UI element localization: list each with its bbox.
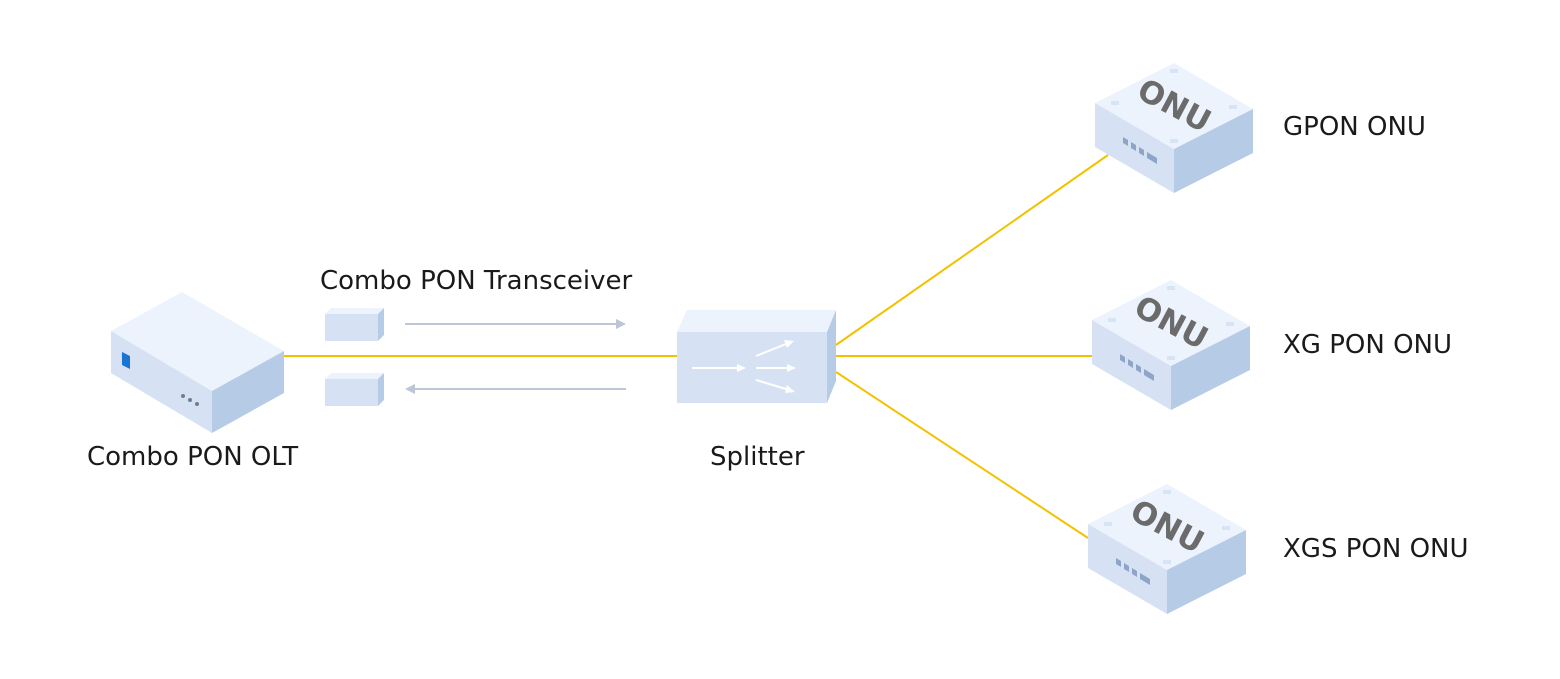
- onu-right-face: [1171, 326, 1250, 410]
- onu-right-face: [1167, 530, 1246, 614]
- olt-label: Combo PON OLT: [87, 442, 299, 472]
- arrow-upstream: [405, 384, 626, 394]
- transceiver-lower: [325, 373, 384, 406]
- xgpon-onu-device: ONU: [1092, 280, 1250, 410]
- splitter-side: [827, 310, 836, 403]
- olt-left-face: [111, 331, 212, 433]
- onu-top: [1088, 484, 1246, 570]
- olt-port-dot: [188, 398, 192, 402]
- arrow-left-icon: [405, 384, 415, 394]
- fiber-links: [284, 154, 1109, 539]
- arrow-downstream: [405, 319, 626, 329]
- transceiver-label: Combo PON Transceiver: [320, 266, 633, 296]
- xgspon-onu-label: XGS PON ONU: [1283, 534, 1469, 564]
- split-arrows-icon: [692, 340, 796, 393]
- fiber-splitter-xgspon: [835, 371, 1089, 539]
- onu-top: [1095, 63, 1253, 149]
- gpon-onu-device: ONU: [1095, 63, 1253, 193]
- onu-port-icons: [1120, 354, 1154, 381]
- transceiver-upper: [325, 308, 384, 341]
- olt-device: [111, 292, 284, 433]
- olt-port-dot: [195, 402, 199, 406]
- transceiver-top: [325, 373, 384, 379]
- splitter-label: Splitter: [710, 442, 805, 472]
- transceiver-side: [378, 308, 384, 341]
- onu-port-icons: [1123, 137, 1157, 164]
- splitter-top: [677, 310, 836, 332]
- transceiver-side: [378, 373, 384, 406]
- xgspon-onu-device: ONU: [1088, 484, 1246, 614]
- onu-right-face: [1174, 109, 1253, 193]
- onu-top: [1092, 280, 1250, 366]
- olt-port-dot: [181, 394, 185, 398]
- olt-right-face: [212, 351, 284, 433]
- olt-indicator-icon: [122, 352, 130, 369]
- arrow-right-icon: [616, 319, 626, 329]
- onu-port-icons: [1116, 558, 1150, 585]
- gpon-onu-label: GPON ONU: [1283, 112, 1426, 142]
- fiber-splitter-gpon: [835, 154, 1109, 346]
- transceiver-front: [325, 314, 378, 341]
- transceiver-front: [325, 379, 378, 406]
- olt-top: [111, 292, 284, 391]
- xgpon-onu-label: XG PON ONU: [1283, 330, 1453, 360]
- splitter-device: [677, 310, 836, 403]
- transceiver-top: [325, 308, 384, 314]
